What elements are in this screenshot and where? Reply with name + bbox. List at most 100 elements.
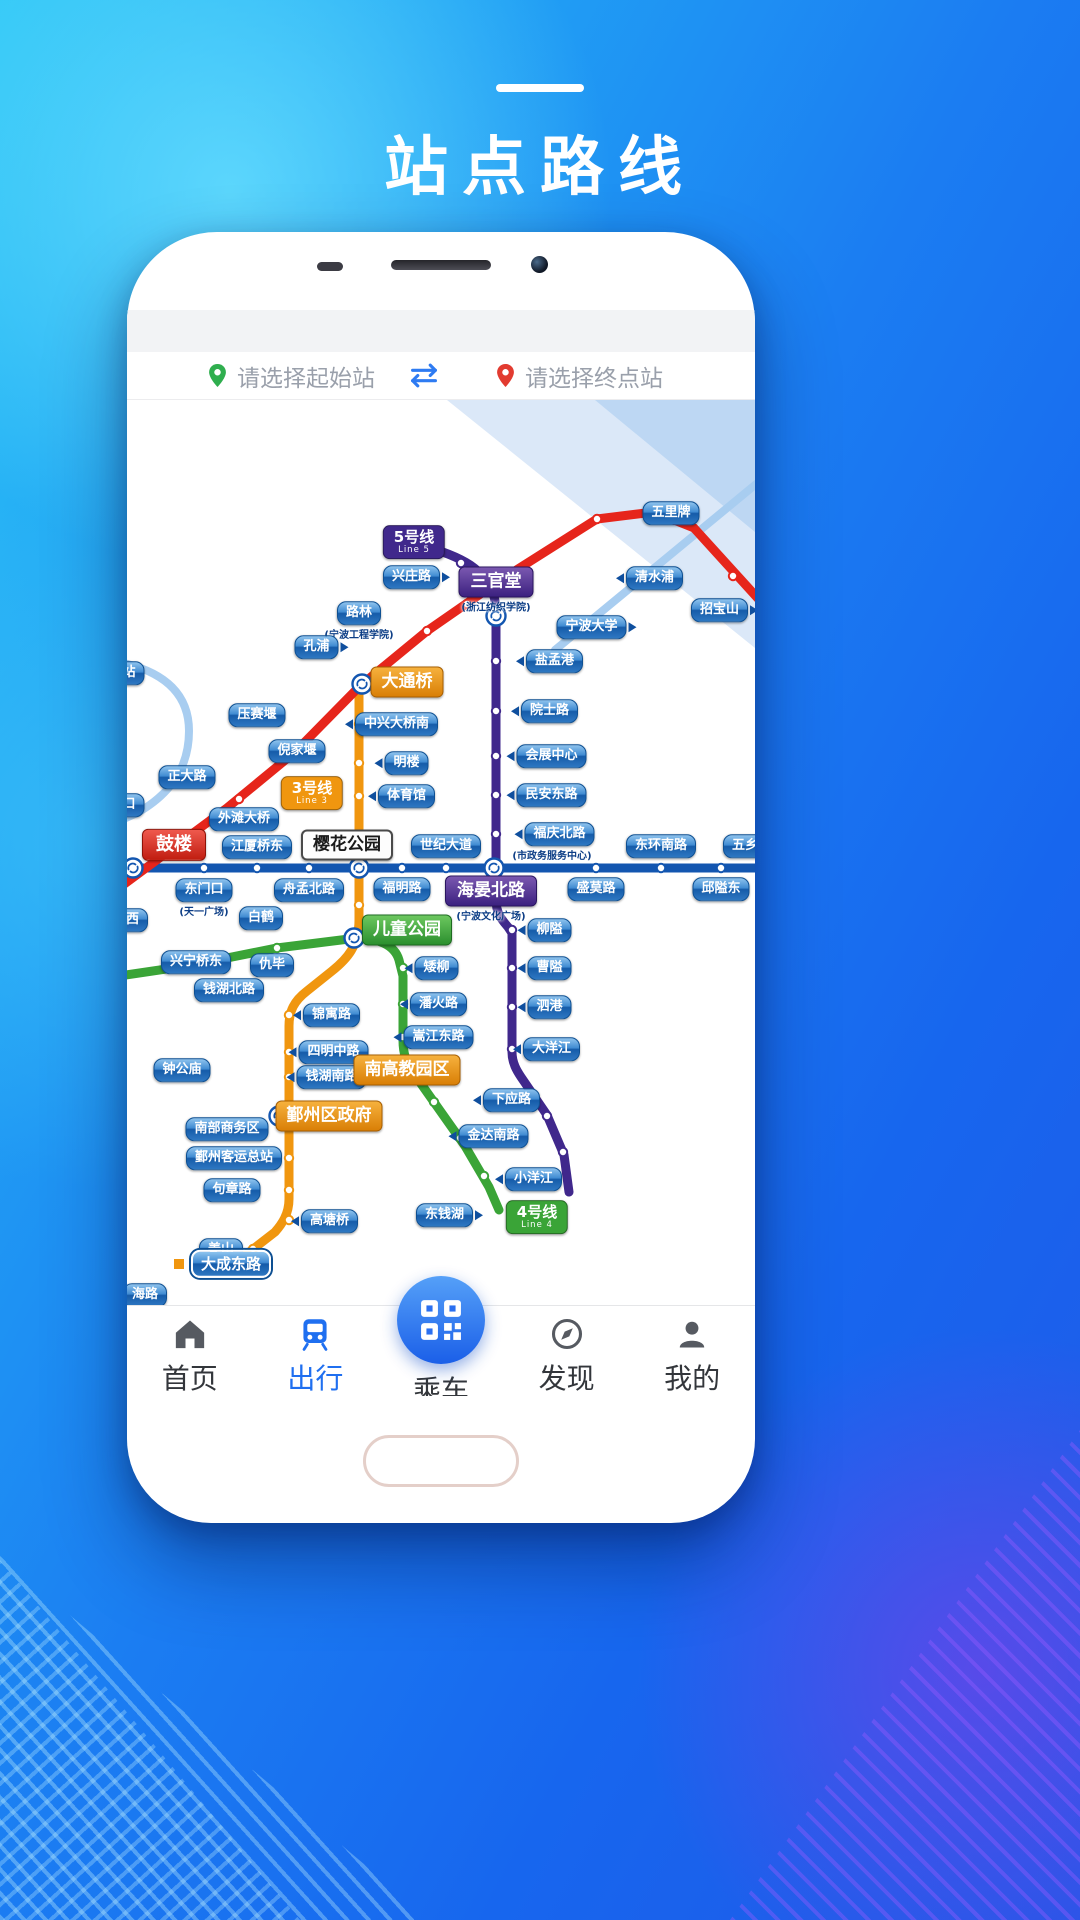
station-label: 五乡 (722, 834, 755, 858)
line-arrow-icon (506, 705, 519, 716)
station-pill[interactable]: 兴宁桥东 (160, 950, 232, 974)
start-station-select[interactable]: 请选择起始站 (207, 359, 375, 393)
station-pill[interactable]: 海路 (127, 1283, 168, 1305)
station-pill[interactable]: 金达南路 (443, 1124, 529, 1148)
station-pill[interactable]: 盐孟港 (511, 649, 584, 673)
station-pill[interactable]: 五乡 (722, 834, 755, 858)
station-pill[interactable]: 大洋江 (508, 1037, 581, 1061)
station-pill[interactable]: 压赛堰 (228, 703, 286, 727)
station-pill[interactable]: 下应路 (468, 1088, 541, 1112)
station-pill[interactable]: 矮柳 (399, 956, 459, 980)
station-label: 舟孟北路 (273, 878, 345, 902)
station-pill[interactable]: 世纪大道 (410, 834, 482, 858)
line-arrow-icon (468, 1094, 481, 1105)
station-pill[interactable]: 潘火路 (395, 992, 468, 1016)
station-pill[interactable]: 东门口(天一广场) (175, 878, 233, 918)
tab-travel[interactable]: 出行 (253, 1306, 379, 1396)
station-pill[interactable]: 五里牌 (642, 501, 700, 525)
station-pill[interactable]: 高塘桥 (286, 1209, 359, 1233)
station-pill[interactable]: 孔浦 (294, 635, 353, 659)
station-pill[interactable]: 宁波大学 (556, 615, 641, 639)
end-station-select[interactable]: 请选择终点站 (495, 359, 663, 393)
station-pill[interactable]: 兴宁桥西 (127, 908, 149, 932)
station-pill[interactable]: 路林(宁波工程学院) (324, 601, 394, 641)
status-strip (127, 310, 755, 352)
station-label: 盛莫路 (567, 877, 625, 901)
station-pill[interactable]: 体育馆 (363, 784, 436, 808)
station-pill[interactable]: 柳隘 (512, 918, 572, 942)
station-pill[interactable]: 嵩江东路 (388, 1025, 474, 1049)
station-pill[interactable]: 泗港 (512, 995, 572, 1019)
station-pill[interactable]: 福明路 (373, 877, 431, 901)
station-pill[interactable]: 中兴大桥南 (340, 712, 439, 736)
station-pill[interactable]: 口 (127, 793, 145, 817)
line-arrow-icon (283, 1046, 297, 1057)
station-pill[interactable]: 民安东路 (501, 783, 587, 807)
station-pill[interactable]: 南高教园区 (353, 1054, 461, 1086)
ride-code-button[interactable] (396, 1276, 485, 1364)
station-pill[interactable]: 白鹤 (238, 906, 284, 930)
station-pill[interactable]: 曹隘 (512, 956, 572, 980)
station-pill[interactable]: 倪家堰 (268, 739, 326, 763)
station-pill[interactable]: 大成东路 (190, 1249, 272, 1279)
station-label: 仇毕 (249, 953, 295, 977)
station-pill[interactable]: 正大路 (158, 765, 216, 789)
station-label: 大通桥 (370, 666, 444, 698)
station-pill[interactable]: 句章路 (203, 1178, 261, 1202)
station-pill[interactable]: 三官堂(浙江纺织学院) (458, 566, 534, 613)
station-pill[interactable]: 会展中心 (501, 744, 587, 768)
station-label: 海路 (127, 1283, 168, 1305)
station-pill[interactable]: 东钱湖 (415, 1203, 488, 1227)
end-station-placeholder: 请选择终点站 (525, 365, 663, 392)
station-pill[interactable]: 福庆北路(市政务服务中心) (509, 822, 595, 862)
station-label: 樱花公园 (301, 829, 393, 861)
station-label: 邱隘东 (692, 877, 750, 901)
station-pill[interactable]: 海晏北路(宁波文化广场) (445, 875, 537, 922)
line-arrow-icon (281, 1071, 295, 1082)
station-label: 外滩大桥 (208, 807, 280, 831)
station-pill[interactable]: 站 (127, 661, 145, 685)
line-arrow-icon (388, 1031, 402, 1042)
station-pill[interactable]: 邱隘东 (692, 877, 750, 901)
tab-mine[interactable]: 我的 (629, 1306, 755, 1396)
station-pill[interactable]: 外滩大桥 (208, 807, 280, 831)
station-pill[interactable]: 鄞州区政府 (275, 1100, 383, 1132)
station-label: 儿童公园 (362, 914, 452, 946)
station-pill[interactable]: 锦寓路 (288, 1003, 361, 1027)
station-pill[interactable]: 明楼 (369, 751, 429, 775)
station-pill[interactable]: 东环南路 (625, 834, 697, 858)
station-label: 东钱湖 (415, 1203, 474, 1227)
station-pill[interactable]: 钟公庙 (153, 1058, 211, 1082)
station-pill[interactable]: 仇毕 (249, 953, 295, 977)
station-pill[interactable]: 小洋江 (490, 1167, 563, 1191)
station-pill[interactable]: 鄞州客运总站 (185, 1146, 283, 1170)
tab-label: 发现 (538, 1362, 595, 1395)
tab-ride[interactable]: 乘车 (378, 1276, 504, 1396)
station-pill[interactable]: 舟孟北路 (273, 878, 345, 902)
station-pill[interactable]: 兴庄路 (382, 565, 455, 589)
station-pill[interactable]: 儿童公园 (362, 914, 452, 946)
tab-home[interactable]: 首页 (127, 1306, 253, 1396)
station-label: 钟公庙 (153, 1058, 211, 1082)
station-pill[interactable]: 鼓楼 (142, 828, 206, 862)
station-pill[interactable]: 江厦桥东 (221, 835, 293, 859)
station-pill[interactable]: 院士路 (506, 699, 579, 723)
station-pill[interactable]: 大通桥 (370, 666, 444, 698)
swap-stations-icon[interactable] (405, 362, 443, 389)
station-pill[interactable]: 清水浦 (611, 566, 684, 590)
station-pill[interactable]: 钱湖北路 (193, 978, 265, 1002)
station-pill[interactable]: 南部商务区 (185, 1117, 269, 1141)
station-pill[interactable]: 樱花公园 (301, 829, 393, 861)
station-pill[interactable]: 招宝山 (690, 598, 755, 622)
station-pill[interactable]: 盛莫路 (567, 877, 625, 901)
station-label: 句章路 (203, 1178, 261, 1202)
line-arrow-icon (340, 641, 354, 652)
station-label: 矮柳 (414, 956, 459, 980)
home-button[interactable] (363, 1435, 519, 1487)
tab-discover[interactable]: 发现 (504, 1306, 630, 1396)
